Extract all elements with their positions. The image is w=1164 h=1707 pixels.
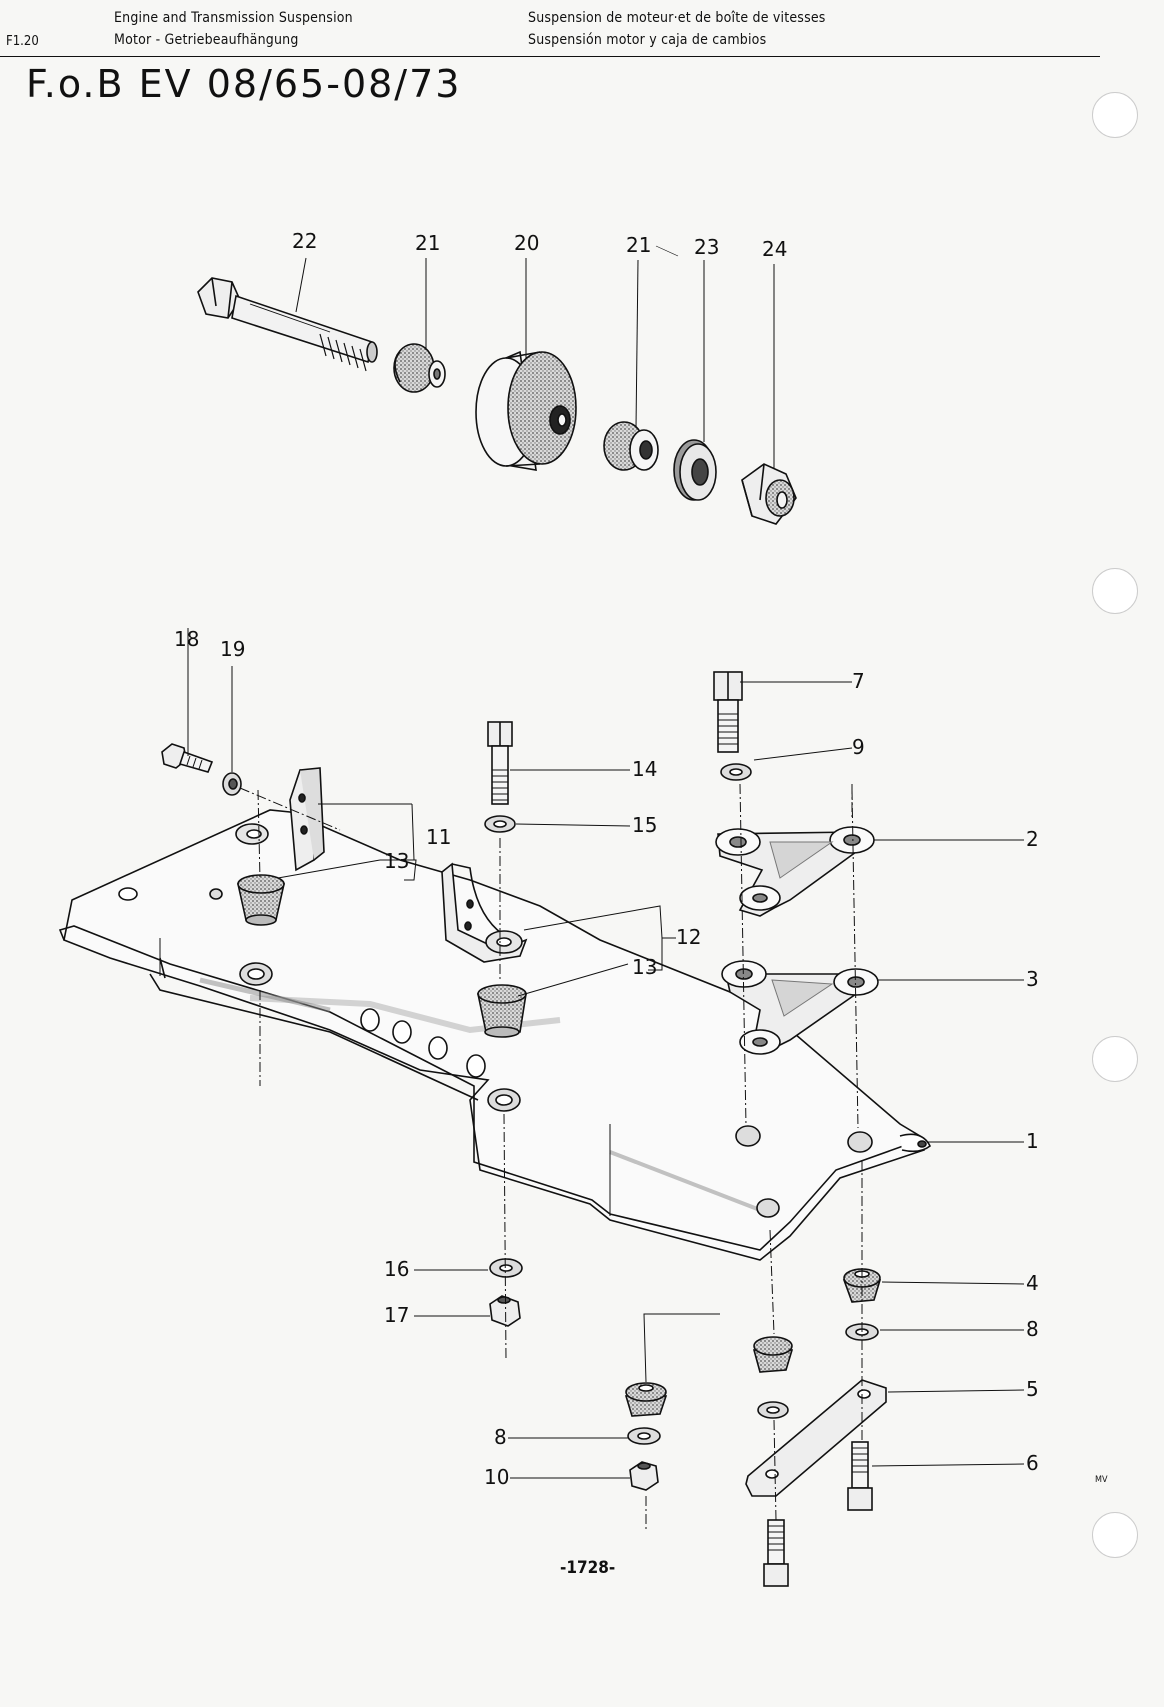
callout-19: 19 (220, 637, 245, 661)
callout-17: 17 (384, 1303, 409, 1327)
part-20-rubber-mount (475, 350, 577, 471)
callout-7: 7 (852, 669, 865, 693)
callout-5: 5 (1026, 1377, 1039, 1401)
bolt (763, 1519, 789, 1587)
part-3-plate (721, 960, 879, 1055)
model-title: F.o.B EV 08/65-08/73 (26, 62, 462, 106)
punch-hole (1092, 1512, 1138, 1558)
page-number: -1728- (560, 1558, 616, 1578)
title-es: Suspensión motor y caja de cambios (528, 32, 767, 48)
callout-9: 9 (852, 735, 865, 759)
callout-23: 23 (694, 235, 719, 259)
callout-8: 8 (494, 1425, 507, 1449)
part-12-bracket (441, 862, 528, 963)
punch-hole (1092, 1036, 1138, 1082)
part-14-bolt (487, 721, 513, 805)
title-fr: Suspension de moteur·et de boîte de vite… (528, 10, 826, 26)
callout-21: 21 (415, 231, 440, 255)
callout-20: 20 (514, 231, 539, 255)
part-17-nut (489, 1295, 521, 1327)
callout-21: 21 (626, 233, 651, 257)
rubber-mount (752, 1336, 794, 1419)
callout-8: 8 (1026, 1317, 1039, 1341)
callout-11: 11 (426, 825, 451, 849)
part-13-rubber-buffer (477, 984, 527, 1038)
title-en: Engine and Transmission Suspension (114, 10, 353, 26)
part-13-rubber-buffer (209, 874, 285, 926)
part-2-plate (715, 826, 875, 917)
callout-6: 6 (1026, 1451, 1039, 1475)
part-6-bolt (847, 1441, 873, 1511)
callout-16: 16 (384, 1257, 409, 1281)
callout-22: 22 (292, 229, 317, 253)
callout-13: 13 (632, 955, 657, 979)
part-21-bush (603, 421, 659, 471)
callout-1: 1 (1026, 1129, 1039, 1153)
callout-3: 3 (1026, 967, 1039, 991)
callout-13: 13 (384, 849, 409, 873)
punch-hole (1092, 568, 1138, 614)
callout-24: 24 (762, 237, 787, 261)
callout-15: 15 (632, 813, 657, 837)
section-code: F1.20 (6, 34, 39, 49)
callout-2: 2 (1026, 827, 1039, 851)
part-23-washer (673, 439, 717, 501)
part-10-nut (629, 1461, 659, 1491)
part-18-screw (161, 743, 214, 773)
callout-4: 4 (1026, 1271, 1039, 1295)
title-de: Motor - Getriebeaufhängung (114, 32, 299, 48)
part-22-bolt (197, 277, 378, 372)
part-11-bracket (235, 767, 325, 872)
part-7-bolt (713, 671, 743, 753)
part-24-nut (741, 463, 797, 525)
rubber-mount (624, 1382, 668, 1417)
part-19-washer (222, 772, 242, 796)
part-21-bush (393, 343, 446, 393)
callout-10: 10 (484, 1465, 509, 1489)
artist-mark: MV (1095, 1475, 1108, 1485)
callout-12: 12 (676, 925, 701, 949)
callout-18: 18 (174, 627, 199, 651)
header-rule (0, 56, 1100, 57)
punch-hole (1092, 92, 1138, 138)
callout-14: 14 (632, 757, 657, 781)
